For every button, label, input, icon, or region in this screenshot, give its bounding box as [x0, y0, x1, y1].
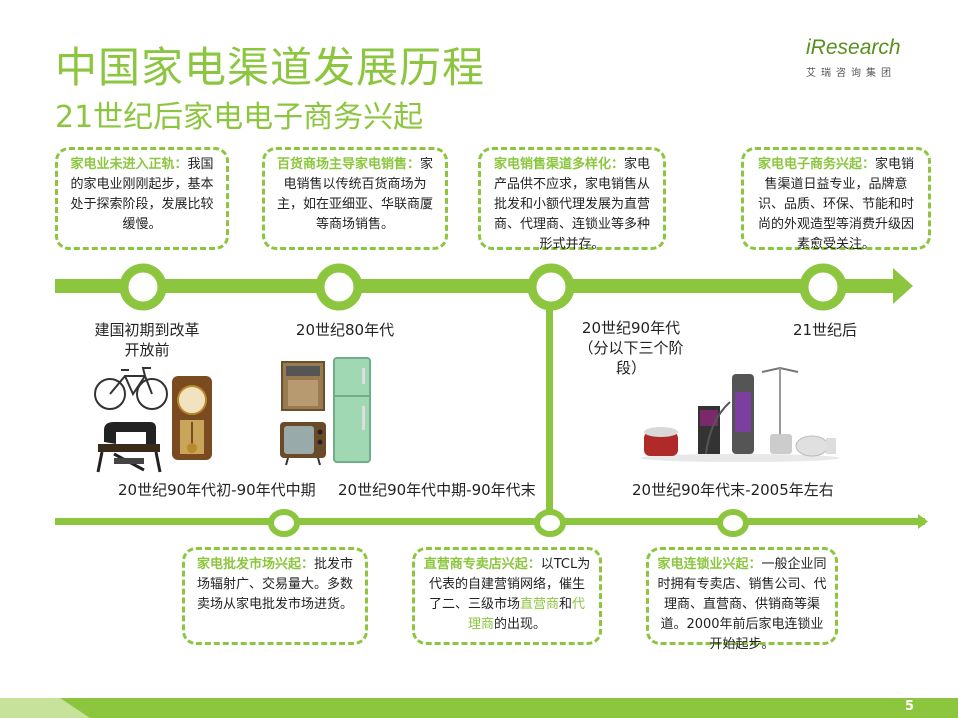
lower-node-1 [271, 512, 297, 534]
top-box-3-heading: 家电销售渠道多样化： [494, 157, 624, 172]
upper-timeline-bar [55, 279, 895, 293]
bottom-box-1: 家电批发市场兴起：批发市场辐射广、交易量大。多数卖场从家电批发市场进货。 [182, 547, 368, 645]
bottom-box-2-heading: 直营商专卖店兴起： [424, 557, 541, 572]
bottom-box-3: 家电连锁业兴起：一般企业同时拥有专卖店、销售公司、代理商、直营商、供销商等渠道。… [646, 547, 838, 645]
tv-image [278, 418, 328, 466]
top-box-4: 家电电子商务兴起：家电销售渠道日益专业，品牌意识、品质、环保、节能和时尚的外观造… [741, 147, 931, 250]
page-number: 5 [905, 699, 914, 714]
timeline-connector [546, 292, 553, 522]
bottom-box-3-heading: 家电连锁业兴起： [657, 557, 761, 572]
sewing-machine-image [94, 414, 164, 474]
timeline-node-2 [320, 268, 358, 306]
timeline-node-3 [532, 268, 570, 306]
period-label-2: 20世纪90年代中期-90年代末 [338, 479, 536, 500]
bottom-box-2-and: 和 [559, 597, 572, 612]
top-box-3: 家电销售渠道多样化：家电产品供不应求，家电销售从批发和小额代理发展为直营商、代理… [478, 147, 666, 250]
washing-machine-image [278, 356, 328, 414]
timeline-node-1 [124, 268, 162, 306]
bottom-box-2-direct-seller: 直营商 [520, 597, 559, 612]
refrigerator-image [330, 356, 374, 466]
bicycle-image [93, 362, 169, 412]
top-box-4-heading: 家电电子商务兴起： [758, 157, 875, 172]
lower-timeline-arrowhead [918, 514, 928, 529]
lower-node-2 [537, 512, 563, 534]
footer-bar [0, 698, 958, 718]
period-label-3: 20世纪90年代末-2005年左右 [632, 479, 834, 500]
modern-appliances-image [640, 362, 840, 462]
upper-timeline-arrowhead [893, 268, 913, 304]
era-label-2: 20世纪80年代 [280, 320, 410, 340]
top-box-2: 百货商场主导家电销售：家电销售以传统百货商场为主，如在亚细亚、华联商厦等商场销售… [262, 147, 448, 250]
top-box-2-heading: 百货商场主导家电销售： [277, 157, 420, 172]
period-label-1: 20世纪90年代初-90年代中期 [118, 479, 316, 500]
bottom-box-2-tail: 的出现。 [494, 617, 546, 632]
lower-timeline-bar [55, 518, 925, 525]
top-box-1: 家电业未进入正轨：我国的家电业刚刚起步，基本处于探索阶段，发展比较缓慢。 [55, 147, 229, 250]
era-label-1: 建国初期到改革开放前 [92, 320, 202, 360]
wall-clock-image [168, 372, 216, 464]
timeline-node-4 [804, 268, 842, 306]
lower-node-3 [720, 512, 746, 534]
bottom-box-1-heading: 家电批发市场兴起： [197, 557, 314, 572]
bottom-box-2: 直营商专卖店兴起：以TCL为代表的自建营销网络，催生了二、三级市场直营商和代理商… [412, 547, 602, 645]
top-box-1-heading: 家电业未进入正轨： [70, 157, 187, 172]
era-label-4: 21世纪后 [770, 320, 880, 340]
